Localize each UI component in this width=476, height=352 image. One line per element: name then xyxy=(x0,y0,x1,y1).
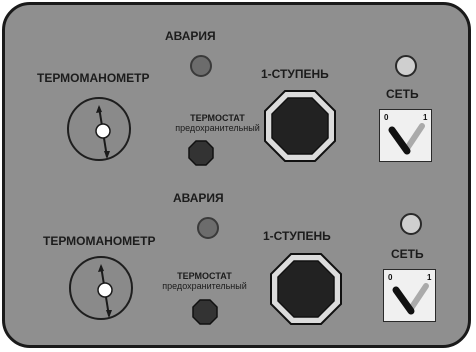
net-lamp-1 xyxy=(395,55,417,77)
thermostat-sub-1: предохранительный xyxy=(175,123,260,133)
thermostat-title-2: ТЕРМОСТАТ xyxy=(177,271,232,281)
net-label-1: СЕТЬ xyxy=(386,87,419,101)
rotary-switch-icon xyxy=(388,123,425,155)
stage-label-2: 1-СТУПЕНЬ xyxy=(263,229,331,243)
gauge-label-2: ТЕРМОМАНОМЕТР xyxy=(43,234,156,248)
gauge-1 xyxy=(67,97,131,161)
switch-off-mark-2: 0 xyxy=(388,273,393,282)
switch-on-mark-1: 1 xyxy=(423,113,428,122)
net-switch-1[interactable]: 0 1 xyxy=(379,109,432,162)
control-panel: АВАРИЯ ТЕРМОМАНОМЕТР ТЕРМОСТАТ предохран… xyxy=(2,2,471,348)
thermostat-sub-2: предохранительный xyxy=(162,281,247,291)
fault-lamp-2 xyxy=(197,217,219,239)
switch-off-mark-1: 0 xyxy=(384,113,389,122)
thermostat-label-1: ТЕРМОСТАТ предохранительный xyxy=(170,113,265,133)
thermostat-title-1: ТЕРМОСТАТ xyxy=(190,113,245,123)
net-label-2: СЕТЬ xyxy=(391,247,424,261)
dial-gauge-icon xyxy=(97,264,113,318)
thermostat-label-2: ТЕРМОСТАТ предохранительный xyxy=(142,271,267,291)
stage-label-1: 1-СТУПЕНЬ xyxy=(261,67,329,81)
rotary-switch-icon xyxy=(392,283,429,315)
fault-lamp-1 xyxy=(190,55,212,77)
switch-on-mark-2: 1 xyxy=(427,273,432,282)
thermostat-button-1[interactable] xyxy=(188,140,214,166)
gauge-2 xyxy=(69,256,133,320)
thermostat-button-2[interactable] xyxy=(192,299,218,325)
fault-label-2: АВАРИЯ xyxy=(173,191,224,205)
stage-button-2[interactable] xyxy=(269,252,343,326)
dial-gauge-icon xyxy=(95,105,111,159)
net-lamp-2 xyxy=(400,213,422,235)
fault-label-1: АВАРИЯ xyxy=(165,29,216,43)
stage-button-1[interactable] xyxy=(263,89,337,163)
net-switch-2[interactable]: 0 1 xyxy=(383,269,436,322)
gauge-label-1: ТЕРМОМАНОМЕТР xyxy=(37,71,150,85)
